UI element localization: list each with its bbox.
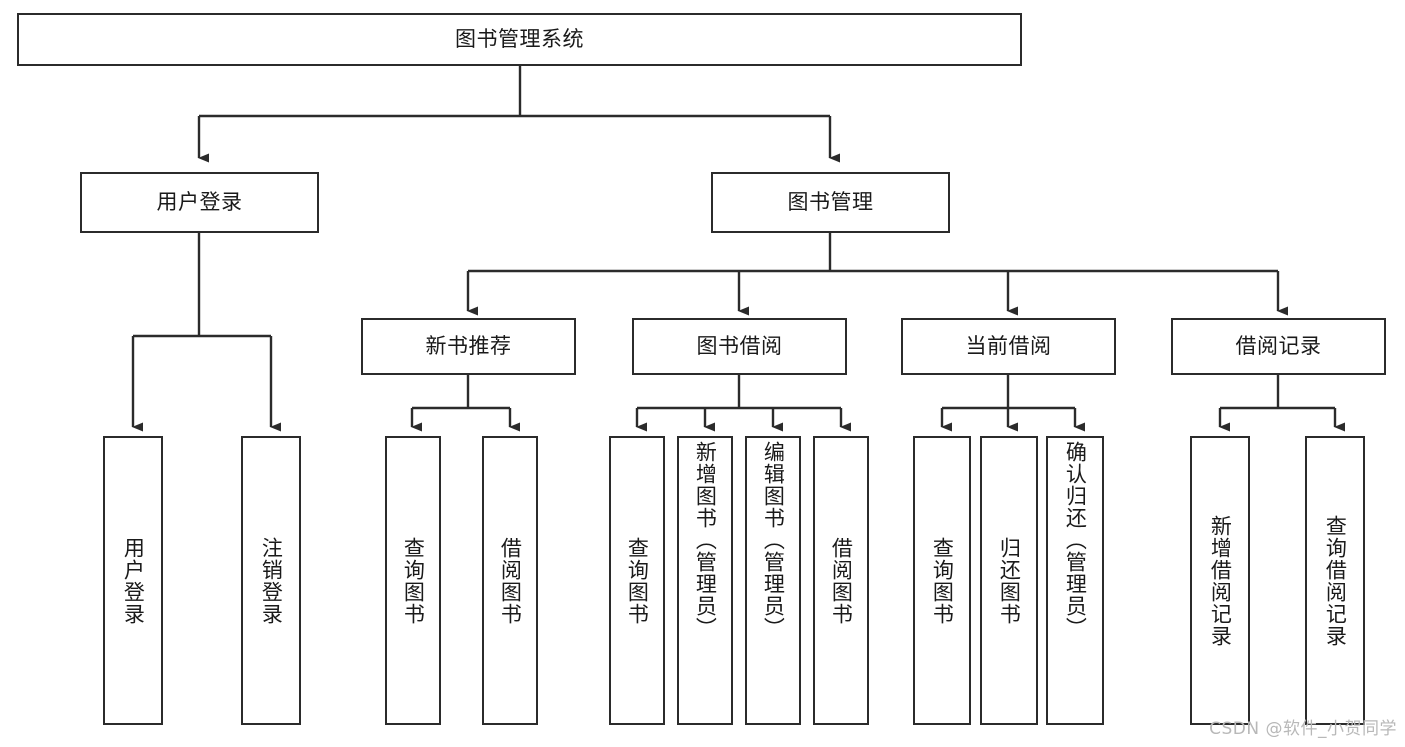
node-leaf-edit-book-label: 编辑图书（管理员）: [761, 441, 786, 639]
node-leaf-query-book-2[interactable]: 查询图书: [609, 436, 665, 725]
connector-borrowrecord-to-leaves: [1218, 375, 1345, 432]
node-leaf-logout[interactable]: 注销登录: [241, 436, 301, 725]
node-root-label: 图书管理系统: [455, 26, 584, 51]
node-user-login[interactable]: 用户登录: [80, 172, 319, 233]
connector-root-to-level2: [197, 66, 840, 163]
node-leaf-return-book[interactable]: 归还图书: [980, 436, 1038, 725]
node-leaf-return-book-label: 归还图书: [997, 536, 1022, 625]
node-book-borrow-label: 图书借阅: [696, 333, 783, 358]
node-leaf-query-record[interactable]: 查询借阅记录: [1305, 436, 1365, 725]
node-leaf-logout-label: 注销登录: [259, 536, 284, 625]
node-book-manage[interactable]: 图书管理: [711, 172, 950, 233]
node-leaf-user-login-label: 用户登录: [121, 536, 146, 625]
node-borrow-record[interactable]: 借阅记录: [1171, 318, 1386, 375]
node-user-login-label: 用户登录: [156, 189, 243, 214]
node-leaf-confirm-return-label: 确认归还（管理员）: [1063, 441, 1088, 639]
node-leaf-confirm-return[interactable]: 确认归还（管理员）: [1046, 436, 1104, 725]
node-book-manage-label: 图书管理: [787, 189, 874, 214]
node-root[interactable]: 图书管理系统: [17, 13, 1022, 66]
node-leaf-add-book[interactable]: 新增图书（管理员）: [677, 436, 733, 725]
node-leaf-query-book-1[interactable]: 查询图书: [385, 436, 441, 725]
node-leaf-query-book-2-label: 查询图书: [625, 536, 650, 625]
connector-currentborrow-to-leaves: [940, 375, 1085, 432]
node-leaf-borrow-book-2-label: 借阅图书: [829, 536, 854, 625]
node-leaf-query-book-3-label: 查询图书: [930, 536, 955, 625]
node-leaf-edit-book[interactable]: 编辑图书（管理员）: [745, 436, 801, 725]
node-leaf-add-record-label: 新增借阅记录: [1208, 514, 1233, 647]
node-borrow-record-label: 借阅记录: [1235, 333, 1322, 358]
node-leaf-query-record-label: 查询借阅记录: [1323, 514, 1348, 647]
connector-newbookrec-to-leaves: [410, 375, 520, 432]
node-leaf-query-book-1-label: 查询图书: [401, 536, 426, 625]
node-new-book-rec[interactable]: 新书推荐: [361, 318, 576, 375]
connector-userlogin-to-leaves: [131, 233, 281, 432]
node-leaf-user-login[interactable]: 用户登录: [103, 436, 163, 725]
node-leaf-add-record[interactable]: 新增借阅记录: [1190, 436, 1250, 725]
node-leaf-borrow-book-1-label: 借阅图书: [498, 536, 523, 625]
connector-bookmanage-to-level3: [466, 233, 1288, 316]
node-book-borrow[interactable]: 图书借阅: [632, 318, 847, 375]
node-new-book-rec-label: 新书推荐: [425, 333, 512, 358]
node-leaf-add-book-label: 新增图书（管理员）: [693, 441, 718, 639]
node-leaf-query-book-3[interactable]: 查询图书: [913, 436, 971, 725]
node-current-borrow[interactable]: 当前借阅: [901, 318, 1116, 375]
connector-bookborrow-to-leaves: [635, 375, 851, 432]
node-leaf-borrow-book-2[interactable]: 借阅图书: [813, 436, 869, 725]
node-current-borrow-label: 当前借阅: [965, 333, 1052, 358]
node-leaf-borrow-book-1[interactable]: 借阅图书: [482, 436, 538, 725]
